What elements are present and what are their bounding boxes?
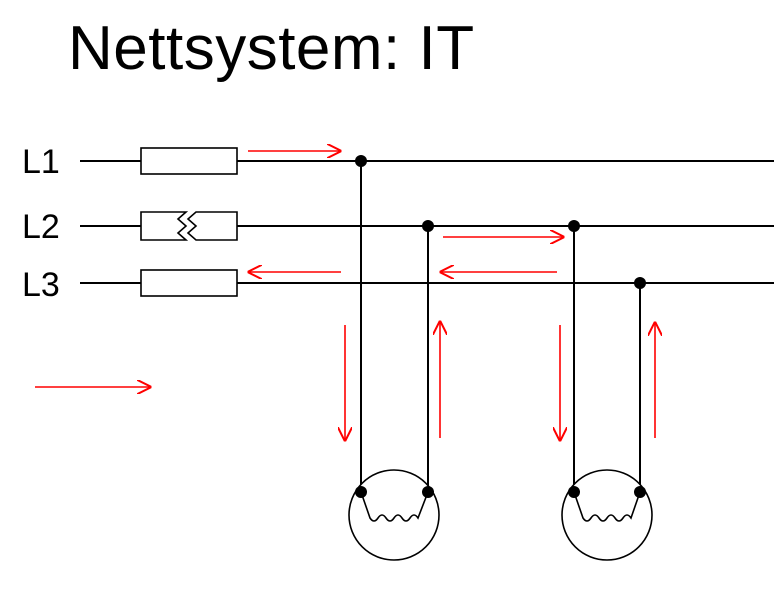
phase-label-l1: L1 [22, 143, 60, 181]
junction-node-l2-b [568, 220, 580, 232]
fuse-l1-symbol [140, 147, 238, 175]
lamp-load-2-icon [561, 469, 653, 561]
page-title: Nettsystem: IT [68, 14, 475, 83]
lamp-load-1-icon [348, 469, 440, 561]
junction-node-l2-a [422, 220, 434, 232]
junction-node-l1 [355, 155, 367, 167]
fuse-l3-symbol [140, 269, 238, 297]
phase-label-l2: L2 [22, 208, 60, 246]
junction-node-l3 [634, 277, 646, 289]
fuse-l2-blown-symbol [140, 211, 238, 241]
phase-label-l3: L3 [22, 266, 60, 304]
